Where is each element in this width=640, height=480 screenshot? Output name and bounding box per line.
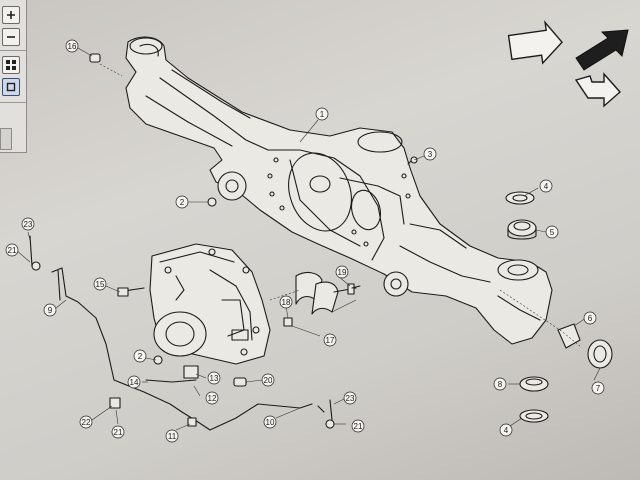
svg-text:23: 23 <box>346 394 355 403</box>
callout[interactable]: 1 <box>315 107 329 121</box>
plus-icon <box>7 11 15 19</box>
svg-text:13: 13 <box>210 374 219 383</box>
toolbar-divider <box>0 102 26 103</box>
brake-parts <box>283 271 361 327</box>
callout[interactable]: 5 <box>545 225 559 239</box>
viewer-toolbar <box>0 0 27 153</box>
svg-text:15: 15 <box>96 280 105 289</box>
svg-text:6: 6 <box>588 314 593 323</box>
outline-arrow-left-up-icon[interactable] <box>507 20 564 67</box>
hardware <box>29 53 418 387</box>
callout[interactable]: 4 <box>539 179 553 193</box>
side-panel-tab[interactable] <box>0 128 12 150</box>
leader-lines <box>15 47 601 431</box>
outline-arrow-down-right-icon[interactable] <box>574 72 621 108</box>
callout[interactable]: 17 <box>323 333 337 347</box>
callout[interactable]: 2 <box>133 349 147 363</box>
svg-text:21: 21 <box>114 428 123 437</box>
callout[interactable]: 10 <box>263 415 277 429</box>
callout[interactable]: 19 <box>335 265 349 279</box>
svg-text:9: 9 <box>48 306 53 315</box>
svg-text:17: 17 <box>326 336 335 345</box>
callout[interactable]: 21 <box>5 243 19 257</box>
callout[interactable]: 4 <box>499 423 513 437</box>
svg-text:4: 4 <box>504 426 509 435</box>
svg-text:19: 19 <box>338 268 347 277</box>
callout[interactable]: 11 <box>165 429 179 443</box>
svg-text:4: 4 <box>544 182 549 191</box>
minus-icon <box>7 36 15 38</box>
callout[interactable]: 8 <box>493 377 507 391</box>
svg-text:21: 21 <box>354 422 363 431</box>
callout[interactable]: 13 <box>207 371 221 385</box>
axle-housing <box>125 36 553 345</box>
zoom-in-button[interactable] <box>2 6 20 24</box>
zoom-out-button[interactable] <box>2 28 20 46</box>
filled-arrow-right-up-icon[interactable] <box>575 29 629 71</box>
svg-text:11: 11 <box>168 432 177 441</box>
callout[interactable]: 22 <box>79 415 93 429</box>
callout[interactable]: 21 <box>351 419 365 433</box>
svg-text:5: 5 <box>550 228 555 237</box>
svg-text:14: 14 <box>130 378 139 387</box>
callouts: 16 1 3 2 4 5 23 21 15 19 9 18 17 6 2 13 … <box>5 39 605 443</box>
callout[interactable]: 9 <box>43 303 57 317</box>
callout[interactable]: 3 <box>423 147 437 161</box>
select-button[interactable] <box>2 78 20 96</box>
grid-icon <box>6 60 16 70</box>
svg-text:2: 2 <box>180 198 185 207</box>
callout[interactable]: 23 <box>343 391 357 405</box>
square-icon <box>6 82 16 92</box>
callout[interactable]: 6 <box>583 311 597 325</box>
svg-text:20: 20 <box>264 376 273 385</box>
bearing-parts <box>505 191 613 423</box>
callout[interactable]: 2 <box>175 195 189 209</box>
svg-text:10: 10 <box>266 418 275 427</box>
svg-text:3: 3 <box>428 150 433 159</box>
svg-text:21: 21 <box>8 246 17 255</box>
svg-text:23: 23 <box>24 220 33 229</box>
svg-text:2: 2 <box>138 352 143 361</box>
callout[interactable]: 16 <box>65 39 79 53</box>
nav-arrows <box>507 20 629 108</box>
svg-text:8: 8 <box>498 380 503 389</box>
svg-text:22: 22 <box>82 418 91 427</box>
svg-text:1: 1 <box>320 110 325 119</box>
callout[interactable]: 15 <box>93 277 107 291</box>
svg-text:16: 16 <box>68 42 77 51</box>
callout[interactable]: 7 <box>591 381 605 395</box>
callout[interactable]: 18 <box>279 295 293 309</box>
callout[interactable]: 12 <box>205 391 219 405</box>
fit-page-button[interactable] <box>2 56 20 74</box>
svg-text:18: 18 <box>282 298 291 307</box>
svg-text:7: 7 <box>596 384 601 393</box>
carrier-cover <box>149 243 271 365</box>
callout[interactable]: 14 <box>127 375 141 389</box>
svg-text:12: 12 <box>208 394 217 403</box>
toolbar-divider <box>0 50 26 51</box>
callout[interactable]: 21 <box>111 425 125 439</box>
callout[interactable]: 23 <box>21 217 35 231</box>
callout[interactable]: 20 <box>261 373 275 387</box>
